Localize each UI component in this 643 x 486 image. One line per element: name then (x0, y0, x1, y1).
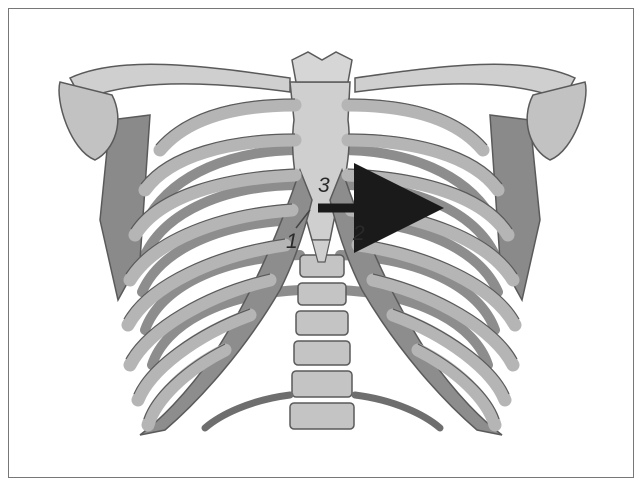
lower-rib-left (205, 395, 290, 428)
right-shoulder (527, 82, 586, 160)
left-shoulder (59, 82, 118, 160)
lower-rib-right (355, 395, 440, 428)
manubrium-top (292, 52, 352, 82)
label-1: 1 (286, 230, 298, 253)
label-3: 3 (318, 174, 330, 197)
vertebral-column (290, 255, 354, 429)
label-2: 2 (352, 222, 365, 245)
